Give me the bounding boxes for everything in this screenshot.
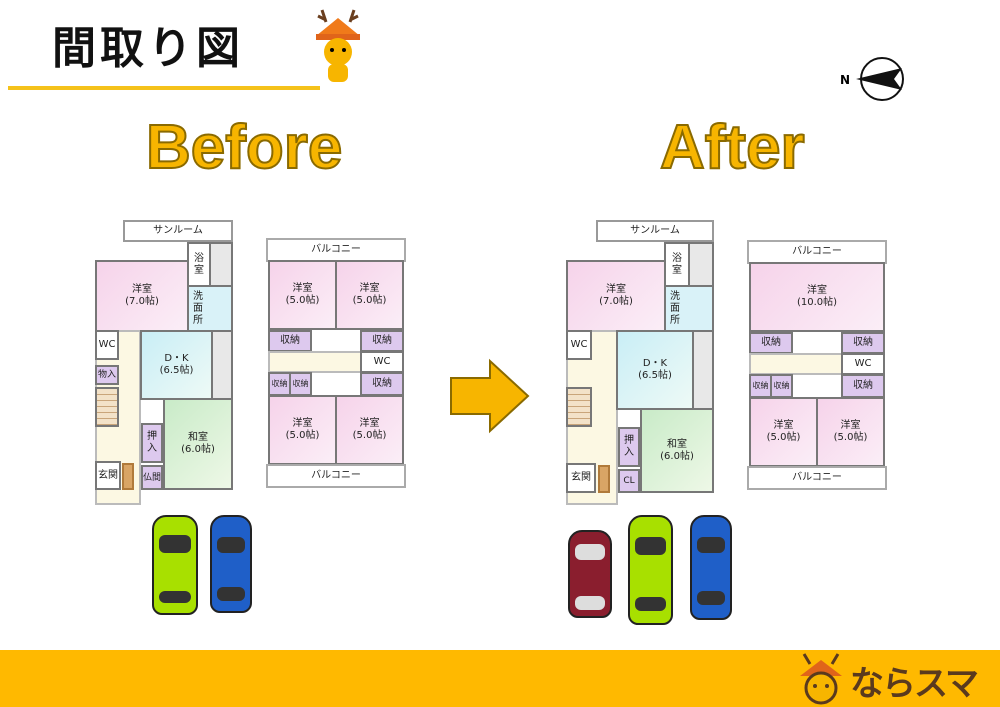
- western-room: 洋室 (7.0帖): [566, 260, 666, 332]
- kitchen-counter: [692, 330, 714, 410]
- brand-logo: ならスマ: [850, 664, 979, 704]
- wc: WC: [360, 351, 404, 373]
- before-heading: Before: [145, 112, 343, 183]
- storage-2: 収納: [360, 330, 404, 352]
- car-lime-after: [628, 515, 673, 625]
- room-top-left: 洋室 (5.0帖): [268, 260, 337, 330]
- storage-4: 収納: [289, 372, 312, 396]
- stairs: [95, 387, 119, 427]
- storage-3: 収納: [749, 374, 772, 398]
- after-floor2-plan: バルコニー 洋室 (10.0帖) 収納 収納 WC 収納 収納 収納 洋室 (5…: [747, 240, 897, 530]
- wc: WC: [841, 353, 885, 375]
- kitchen-counter: [211, 330, 233, 400]
- room-bottom-left: 洋室 (5.0帖): [268, 395, 337, 465]
- storage-5: 収納: [841, 374, 885, 398]
- page-title: 間取り図: [52, 23, 244, 74]
- wc: WC: [566, 330, 592, 360]
- japanese-room: 和室 (6.0帖): [163, 398, 233, 490]
- storage-1: 収納: [749, 332, 793, 354]
- dining-kitchen: D・K (6.5帖): [140, 330, 213, 400]
- room-bottom-left: 洋室 (5.0帖): [749, 397, 818, 467]
- bathtub: [688, 242, 714, 287]
- before-floor1-plan: サンルーム 洋室 (7.0帖) 浴 室 洗 面 所 WC 物入 D・K (6.5…: [95, 215, 245, 505]
- storage-1: 収納: [268, 330, 312, 352]
- car-lime-before: [152, 515, 198, 615]
- room-top: 洋室 (10.0帖): [749, 262, 885, 332]
- shoe-cabinet: [122, 463, 134, 490]
- entrance: 玄関: [95, 461, 121, 490]
- washroom: 洗 面 所: [187, 285, 233, 332]
- bathroom: 浴 室: [664, 242, 690, 287]
- balcony-bottom: バルコニー: [266, 464, 406, 488]
- japanese-room: 和室 (6.0帖): [640, 408, 714, 493]
- storage-5: 収納: [360, 372, 404, 396]
- shoe-cabinet: [598, 465, 610, 493]
- bathroom: 浴 室: [187, 242, 211, 287]
- storage-3: 収納: [268, 372, 291, 396]
- after-heading: After: [659, 112, 806, 183]
- sunroom: サンルーム: [123, 220, 233, 242]
- car-blue-after: [690, 515, 732, 620]
- cl-closet: CL: [618, 469, 640, 493]
- wc: WC: [95, 330, 119, 360]
- storage-4: 収納: [770, 374, 793, 398]
- mascot-icon: [316, 9, 360, 82]
- closet: 押 入: [618, 427, 640, 467]
- dining-kitchen: D・K (6.5帖): [616, 330, 694, 410]
- before-floor2-plan: バルコニー 洋室 (5.0帖) 洋室 (5.0帖) 収納 収納 WC 収納 収納…: [266, 238, 416, 528]
- altar-room: 仏間: [141, 465, 163, 490]
- closet: 押 入: [141, 423, 163, 463]
- after-floor1-plan: サンルーム 洋室 (7.0帖) 浴 室 洗 面 所 WC D・K (6.5帖) …: [566, 215, 716, 505]
- balcony-bottom: バルコニー: [747, 466, 887, 490]
- logo-mascot-icon: [800, 653, 842, 705]
- stairs: [566, 387, 592, 427]
- entrance: 玄関: [566, 463, 596, 493]
- washroom: 洗 面 所: [664, 285, 714, 332]
- room-bottom-right: 洋室 (5.0帖): [816, 397, 885, 467]
- room-top-right: 洋室 (5.0帖): [335, 260, 404, 330]
- compass-icon: N: [840, 57, 904, 101]
- car-blue-before: [210, 515, 252, 613]
- arrow-right-icon: [450, 358, 530, 434]
- sunroom: サンルーム: [596, 220, 714, 242]
- western-room: 洋室 (7.0帖): [95, 260, 189, 332]
- balcony-top: バルコニー: [266, 238, 406, 262]
- balcony-top: バルコニー: [747, 240, 887, 264]
- storage: 物入: [95, 365, 119, 385]
- compass-north-label: N: [840, 73, 850, 87]
- car-maroon-after: [568, 530, 612, 618]
- title-underline: [8, 86, 320, 90]
- storage-2: 収納: [841, 332, 885, 354]
- room-bottom-right: 洋室 (5.0帖): [335, 395, 404, 465]
- bathtub: [209, 242, 233, 287]
